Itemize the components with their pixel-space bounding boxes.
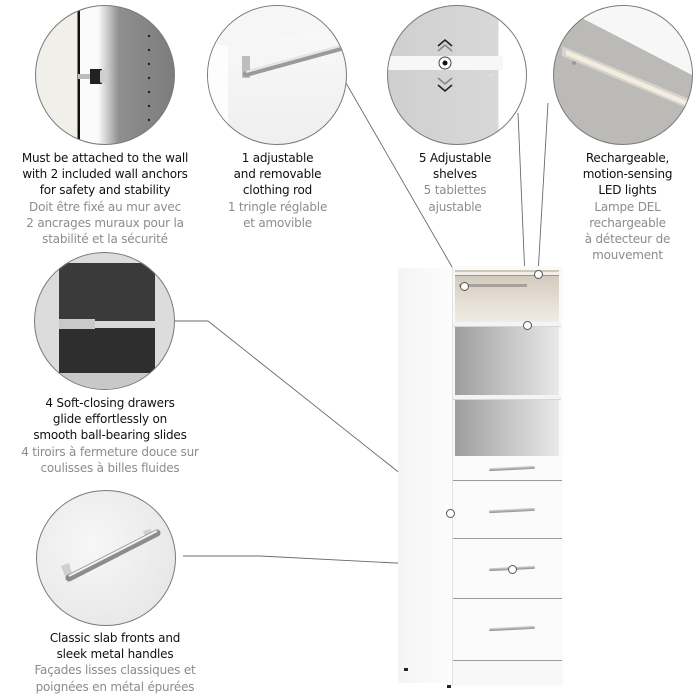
- drawer-1[interactable]: [453, 456, 562, 481]
- cabinet-foot: [447, 685, 451, 688]
- clothing-rod-caption: 1 adjustable and removable clothing rod …: [200, 150, 355, 231]
- clothing-rod-en-3: clothing rod: [242, 183, 313, 198]
- drawer-handle[interactable]: [488, 625, 536, 632]
- shelves-fr-1: 5 tablettes: [423, 183, 487, 198]
- handles-fr-2: poignées en métal épurées: [35, 679, 195, 694]
- led-fr-1: Lampe DEL: [594, 199, 661, 214]
- callout-dot-shelf: [523, 321, 532, 330]
- wall-anchor-detail-image: [35, 5, 175, 145]
- drawers-en-3: smooth ball-bearing slides: [33, 428, 187, 443]
- clothing-rod: [459, 284, 527, 287]
- metal-handle-detail-image: [36, 490, 176, 626]
- clothing-rod-detail-image: [207, 5, 347, 145]
- drawers-en-1: 4 Soft-closing drawers: [45, 396, 175, 410]
- shelves-en-2: shelves: [433, 167, 477, 182]
- led-light-detail-image: [553, 5, 693, 145]
- shelves-fr-2: ajustable: [428, 199, 482, 214]
- cabinet-foot: [404, 668, 408, 671]
- drawer-4[interactable]: [453, 599, 562, 661]
- drawer-2[interactable]: [453, 481, 562, 539]
- metal-handle-icon: [61, 529, 161, 582]
- drawer-slide-detail-image: [34, 252, 175, 390]
- clothing-rod-en-1: 1 adjustable: [241, 151, 314, 165]
- wall-anchor-screw-icon: [78, 34, 151, 136]
- adjustable-shelf-detail-image: [387, 5, 527, 145]
- clothing-rod-en-2: and removable: [233, 167, 322, 182]
- clothing-rod-fr-2: et amovible: [243, 215, 312, 230]
- led-fr-2: rechargeable: [589, 215, 666, 230]
- wall-anchor-en-2: with 2 included wall anchors: [22, 167, 188, 182]
- drawer-handle[interactable]: [488, 507, 536, 514]
- led-fr-4: mouvement: [592, 248, 663, 263]
- shelves-en-1: 5 Adjustable: [418, 151, 492, 165]
- callout-dot-led: [534, 270, 543, 279]
- led-light-bar-icon: [554, 6, 692, 111]
- drawer-3[interactable]: [453, 539, 562, 599]
- callout-dot-drawer: [446, 509, 455, 518]
- wall-anchor-fr-1: Doit être fixé au mur avec: [29, 199, 181, 214]
- wall-anchor-fr-3: stabilité et la sécurité: [42, 232, 168, 247]
- soft-close-drawers-caption: 4 Soft-closing drawers glide effortlessl…: [0, 395, 220, 476]
- drawers-fr-2: coulisses à billes fluides: [40, 460, 180, 475]
- shelf-1: [453, 322, 561, 327]
- drawer-handle[interactable]: [488, 465, 536, 472]
- clothing-rod-fr-1: 1 tringle réglable: [227, 199, 328, 214]
- handles-en-1: Classic slab fronts and: [49, 631, 181, 645]
- adjustable-shelves-caption: 5 Adjustable shelves 5 tablettes ajustab…: [390, 150, 520, 215]
- cubby-top-lit: [455, 270, 559, 322]
- metal-handles-caption: Classic slab fronts and sleek metal hand…: [10, 630, 220, 695]
- wall-anchor-caption: Must be attached to the wall with 2 incl…: [0, 150, 210, 247]
- callout-dot-handle: [508, 565, 517, 574]
- clothing-rod-icon: [208, 6, 346, 144]
- wall-anchor-en-3: for safety and stability: [39, 183, 171, 198]
- led-fr-3: à détecteur de: [584, 232, 671, 247]
- shelf-2: [453, 395, 561, 400]
- wall-anchor-en-1: Must be attached to the wall: [21, 151, 189, 165]
- cubby-middle: [455, 327, 559, 395]
- wall-anchor-fr-2: 2 ancrages muraux pour la: [26, 215, 184, 230]
- handles-fr-1: Façades lisses classiques et: [34, 663, 196, 678]
- callout-dot-clothing-rod: [460, 282, 469, 291]
- cubby-lower: [455, 400, 559, 456]
- led-lights-caption: Rechargeable, motion-sensing LED lights …: [555, 150, 700, 263]
- led-en-2: motion-sensing: [582, 167, 673, 182]
- cabinet-base: [453, 661, 562, 685]
- shelf-adjust-arrows-icon: [388, 38, 503, 93]
- drawers-fr-1: 4 tiroirs à fermeture douce sur: [21, 444, 199, 459]
- led-en-3: LED lights: [598, 183, 657, 198]
- handles-en-2: sleek metal handles: [56, 647, 174, 662]
- drawers-en-2: glide effortlessly on: [52, 412, 168, 427]
- led-en-1: Rechargeable,: [585, 151, 670, 165]
- led-light-bar: [455, 272, 559, 276]
- cabinet-side-panel: [398, 268, 453, 683]
- ball-bearing-slide-icon: [35, 263, 174, 389]
